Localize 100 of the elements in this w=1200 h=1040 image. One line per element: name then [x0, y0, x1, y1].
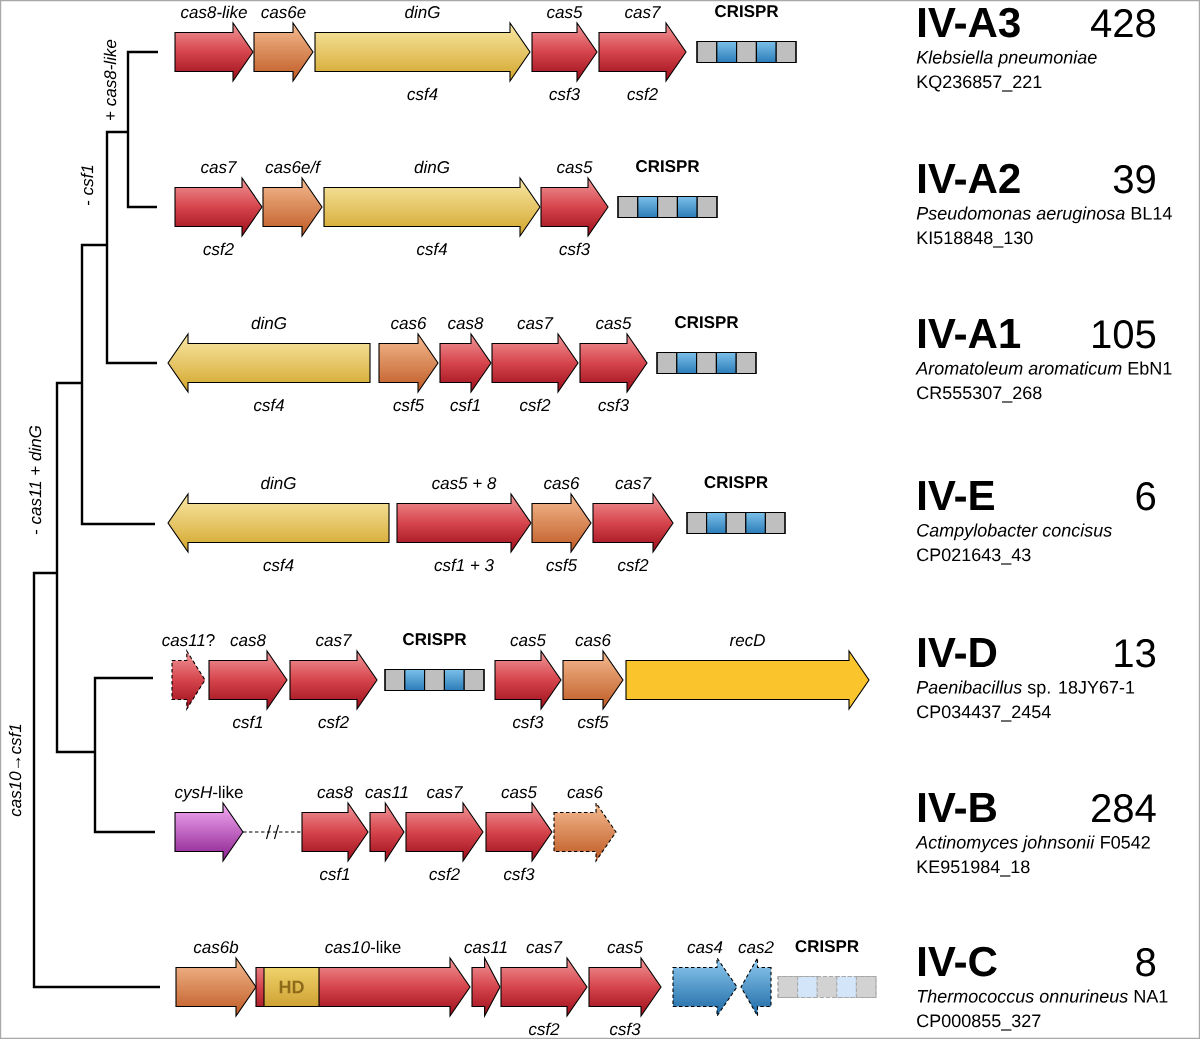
- gene-name: cas2: [738, 941, 774, 954]
- gene-name: csf3: [609, 1022, 641, 1036]
- gene-name: cas6: [575, 634, 611, 647]
- subtype-label: IV-A3: [919, 7, 1020, 38]
- gene-name: dinG: [405, 5, 440, 19]
- count-label: 284: [1092, 794, 1156, 823]
- gene-name: cas5: [596, 317, 632, 330]
- gene-name: cas8: [317, 786, 353, 799]
- gene-name: cas11?: [162, 634, 215, 647]
- gene-name: csf2: [318, 715, 349, 729]
- gene-name: csf5: [577, 715, 609, 729]
- accession-label: CP021643_43: [917, 548, 1031, 565]
- gene-name: csf4: [253, 398, 284, 412]
- species-label: Pseudomonas aeruginosa BL14: [916, 206, 1172, 224]
- gene-name: cas6e: [261, 6, 306, 19]
- gene-name: csf3: [598, 398, 629, 412]
- gene-name: cas6: [391, 317, 427, 330]
- subtype-label: IV-A1: [919, 319, 1021, 348]
- accession-label: CP000855_327: [917, 1014, 1041, 1031]
- gene-name: csf3: [559, 242, 590, 256]
- gene-name: cas6e/f: [265, 160, 322, 174]
- gene-name: cas5: [547, 6, 583, 19]
- gene-name: cas5 + 8: [432, 477, 497, 490]
- gene-name: csf4: [263, 558, 294, 572]
- gene-name: cas5: [501, 786, 537, 799]
- gene-name: csf1: [450, 398, 480, 412]
- count-label: 39: [1113, 165, 1155, 194]
- branch-label: cas10→csf1: [8, 724, 22, 817]
- gene-name: cas5: [557, 161, 593, 174]
- subtype-label: IV-D: [919, 638, 997, 667]
- gene-name: cas11: [365, 786, 408, 799]
- gene-name: dinG: [251, 316, 287, 330]
- subtype-label: IV-E: [919, 481, 994, 510]
- gene-name: cysH-like: [175, 785, 243, 802]
- gene-name: csf5: [393, 398, 425, 412]
- accession-label: KE951984_18: [917, 860, 1030, 877]
- gene-name: cas8-like: [181, 5, 247, 19]
- gene-name: cas7: [517, 317, 554, 330]
- gene-name: cas6: [544, 477, 580, 490]
- gene-name: csf2: [617, 558, 649, 572]
- array-label: CRISPR: [704, 476, 768, 489]
- gene-name: csf2: [519, 398, 551, 412]
- species-label: Actinomyces johnsonii F0542: [915, 835, 1150, 853]
- array-label: CRISPR: [715, 5, 779, 18]
- gene-name: csf2: [627, 87, 658, 101]
- gene-name: cas10-like: [325, 940, 401, 954]
- gene-name: cas8: [448, 317, 484, 330]
- gene-name: cas5: [510, 634, 546, 647]
- accession-label: CP034437_2454: [917, 705, 1051, 722]
- subtype-label: IV-A2: [919, 163, 1020, 193]
- species-label: Campylobacter concisus: [917, 523, 1112, 541]
- gene-name: dinG: [414, 160, 450, 174]
- branch-label: + cas8-like: [103, 39, 117, 121]
- subtype-label: IV-B: [919, 793, 996, 822]
- gene-name: csf2: [203, 242, 234, 256]
- count-label: 428: [1091, 9, 1156, 38]
- gene-name: recD: [729, 634, 765, 647]
- gene-name: cas7: [316, 634, 352, 647]
- gene-name: cas4: [687, 941, 723, 954]
- array-label: CRISPR: [636, 160, 700, 173]
- gene-name: cas7: [526, 941, 563, 954]
- species-label: Paenibacillus sp. 18JY67-1: [916, 680, 1135, 698]
- gene-name: cas8: [230, 634, 266, 647]
- species-label: Thermococcus onnurineus NA1: [917, 989, 1168, 1003]
- gene-name: cas5: [607, 941, 643, 954]
- gene-name: csf1 + 3: [434, 558, 494, 572]
- gene-name: cas11: [464, 941, 507, 954]
- array-label: CRISPR: [675, 316, 739, 329]
- count-label: 13: [1115, 639, 1156, 668]
- count-label: 6: [1136, 482, 1156, 511]
- connector-line: [242, 831, 303, 833]
- gene-name: csf5: [546, 558, 578, 572]
- gene-name: csf4: [407, 87, 438, 101]
- gene-name: dinG: [261, 476, 296, 490]
- gene-name: csf3: [503, 867, 535, 881]
- accession-label: KI518848_130: [917, 231, 1033, 248]
- species-label: Aromatoleum aromaticum EbN1: [915, 361, 1172, 375]
- accession-label: CR555307_268: [917, 386, 1042, 403]
- array-label: CRISPR: [403, 633, 467, 646]
- gene-name: cas7: [427, 786, 463, 799]
- gene-name: csf4: [416, 242, 447, 256]
- gene-name: cas7: [615, 477, 652, 490]
- gene-name: csf3: [549, 87, 580, 101]
- branch-label: - csf1: [80, 165, 94, 205]
- gene-name: csf2: [429, 867, 460, 881]
- gene-name: cas6: [567, 786, 603, 799]
- subtype-label: IV-C: [919, 946, 997, 977]
- accession-label: KQ236857_221: [917, 75, 1042, 92]
- array-label: CRISPR: [795, 940, 859, 953]
- count-label: 105: [1093, 320, 1156, 349]
- gene-name: csf3: [512, 715, 544, 729]
- species-label: Klebsiella pneumoniae: [916, 50, 1097, 68]
- gene-name: csf2: [528, 1022, 560, 1036]
- gene-name: cas6b: [193, 940, 239, 954]
- gene-name: csf1: [319, 867, 350, 881]
- domain-box: HD: [263, 966, 320, 1008]
- gene-name: cas7: [625, 6, 661, 19]
- branch-label: - cas11 + dinG: [28, 425, 42, 535]
- gene-name: cas7: [201, 161, 237, 174]
- count-label: 8: [1136, 948, 1156, 977]
